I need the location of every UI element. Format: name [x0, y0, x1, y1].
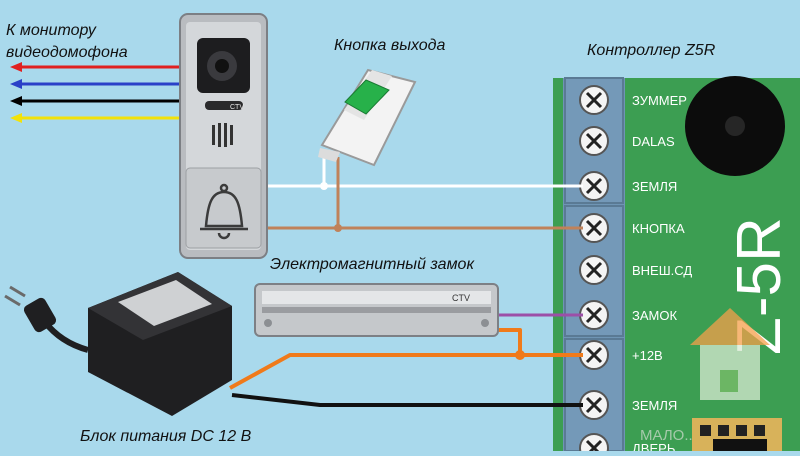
terminal-label: +12В	[632, 348, 663, 363]
terminal-label: КНОПКА	[632, 221, 685, 236]
wire-orange-12v	[229, 353, 583, 390]
terminal-2: DALAS	[579, 126, 675, 156]
psu-label-plate	[118, 280, 212, 326]
power-supply-label: Блок питания DC 12 В	[80, 428, 252, 445]
terminal-3: ЗЕМЛЯ	[579, 171, 677, 201]
terminal-7: +12В	[579, 340, 663, 370]
pin-header	[692, 418, 782, 451]
intercom-panel: CTV	[179, 13, 268, 259]
arrow-red	[10, 62, 182, 72]
terminal-8: ЗЕМЛЯ	[579, 390, 677, 420]
terminal-5: ВНЕШ.СД	[579, 255, 692, 285]
plug-icon	[23, 297, 57, 333]
electromagnetic-lock: CTV	[254, 283, 499, 337]
panel-logo: CTV	[230, 104, 244, 111]
terminal-label: ЗЕМЛЯ	[632, 398, 677, 413]
monitor-label-line2: видеодомофона	[6, 44, 128, 61]
lock-label: Электромагнитный замок	[270, 256, 474, 273]
terminal-1: ЗУММЕР	[579, 85, 687, 115]
exit-button-label: Кнопка выхода	[334, 37, 446, 54]
watermark-text: МАЛО...	[640, 427, 697, 444]
terminal-6: ЗАМОК	[579, 300, 677, 330]
arrow-yellow	[10, 113, 182, 123]
speaker-grille	[212, 123, 233, 147]
wires	[229, 157, 583, 407]
lock-logo: CTV	[452, 293, 470, 303]
exit-button	[318, 68, 417, 167]
bell-icon	[200, 183, 248, 240]
monitor-label-line1: К монитору	[6, 22, 96, 39]
arrow-blue	[10, 79, 182, 89]
terminal-4: КНОПКА	[579, 213, 685, 243]
controller-label: Контроллер Z5R	[587, 42, 716, 59]
wire-orange-lock	[496, 328, 522, 355]
monitor-arrows	[10, 62, 182, 123]
terminal-label: ВНЕШ.СД	[632, 263, 692, 278]
arrow-black	[10, 96, 182, 106]
terminal-label: DALAS	[632, 134, 675, 149]
terminal-label: ЗУММЕР	[632, 93, 687, 108]
monitor-label: К монитору видеодомофона	[6, 20, 128, 64]
watermark-logo: МАЛО...	[640, 308, 770, 444]
power-supply	[4, 272, 232, 416]
terminal-label: ЗАМОК	[632, 308, 677, 323]
wire-black-ground	[231, 393, 583, 407]
terminal-label: ЗЕМЛЯ	[632, 179, 677, 194]
